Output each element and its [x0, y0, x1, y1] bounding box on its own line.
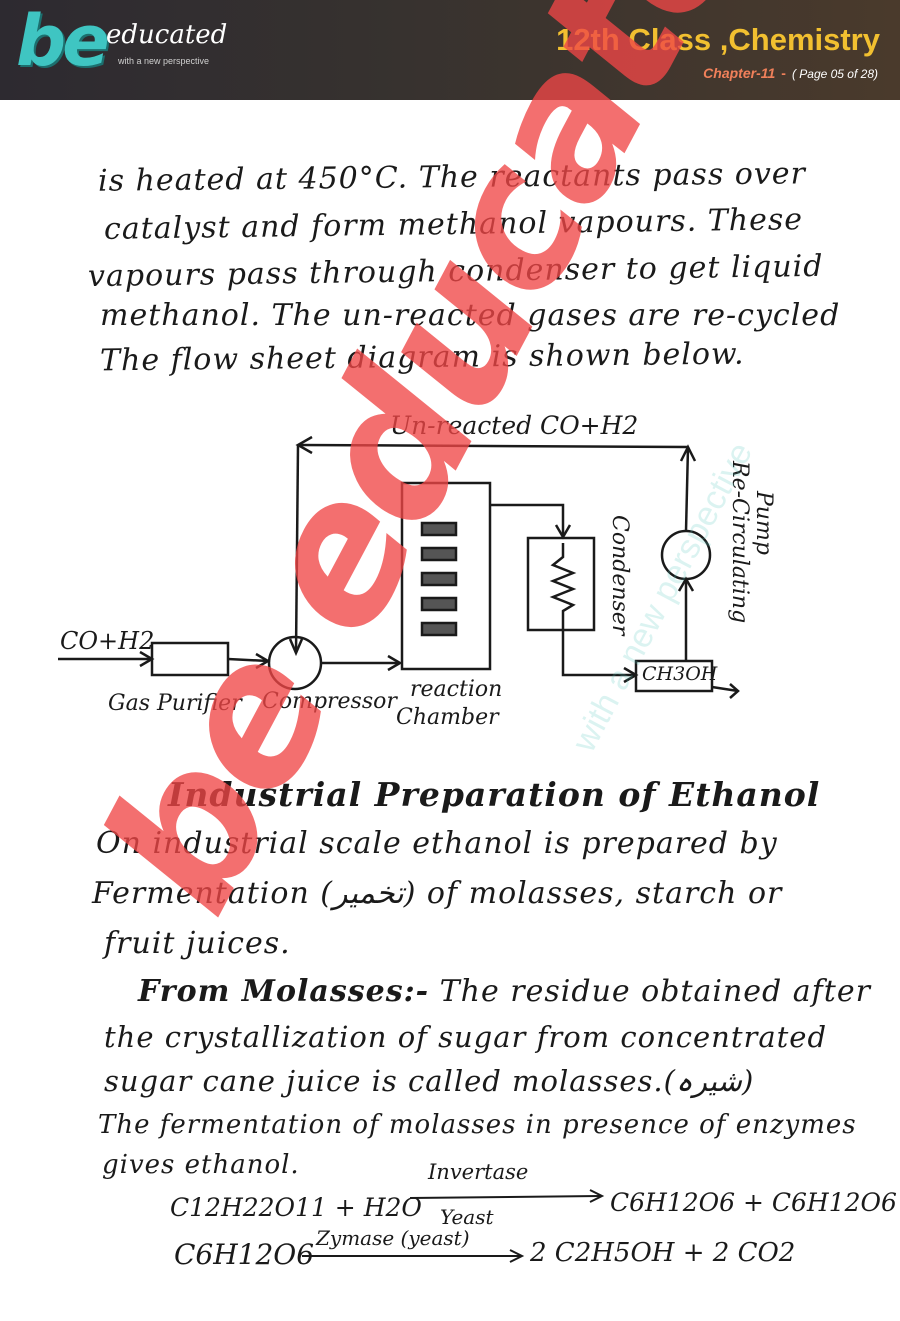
equation-2-products: 2 C2H5OH + 2 CO2: [530, 1238, 796, 1268]
condenser-to-product: [561, 631, 636, 677]
condenser-box: [526, 536, 596, 632]
chapter-label: Chapter-11: [703, 65, 776, 81]
catalyst-bed-3: [420, 571, 458, 587]
recycle-line: [297, 443, 689, 449]
ethanol-intro-line-3: fruit juices.: [104, 926, 291, 961]
body-line-2: catalyst and form methanol vapours. Thes…: [103, 202, 804, 247]
page-header: be educated with a new perspective 12th …: [0, 0, 900, 100]
logo-wordmark: educated: [106, 20, 228, 50]
logo-tagline: with a new perspective: [118, 56, 210, 66]
pump-to-recycle: [684, 446, 690, 532]
condenser-label: Condenser: [607, 515, 632, 636]
pump-recycle-arrow: [679, 444, 697, 462]
chamber-label: Chamber: [396, 705, 499, 730]
feed-label: CO+H2: [60, 627, 155, 655]
molasses-first-text: The residue obtained after: [439, 974, 871, 1009]
molasses-line-3: sugar cane juice is called molasses.(شیر…: [104, 1064, 755, 1098]
molasses-line-4: The fermentation of molasses in presence…: [98, 1110, 857, 1140]
logo-be-mark: be: [16, 0, 110, 82]
body-line-4: methanol. The un-reacted gases are re-cy…: [100, 298, 841, 333]
recycle-drop: [294, 444, 300, 654]
recycle-drop-arrow: [288, 638, 304, 657]
beeducated-logo: be educated with a new perspective: [10, 0, 230, 94]
equation-1-enzyme-above: Invertase: [428, 1160, 529, 1184]
product-label: CH3OH: [642, 663, 718, 685]
equation-1-reactants: C12H22O11 + H2O: [170, 1193, 422, 1222]
catalyst-bed-5: [420, 621, 458, 637]
equation-1-enzyme-below: Yeast: [440, 1205, 494, 1229]
chapter-separator: -: [781, 65, 786, 81]
ethanol-intro-line-1: On industrial scale ethanol is prepared …: [96, 826, 778, 861]
equation-2-reactant: C6H12O6: [174, 1238, 315, 1271]
equation-1-products: C6H12O6 + C6H12O6: [610, 1188, 897, 1217]
equation-1-arrow: [409, 1189, 605, 1203]
molasses-line-1: From Molasses:- The residue obtained aft…: [138, 974, 871, 1009]
page-number: ( Page 05 of 28): [791, 67, 878, 81]
body-line-5: The flow sheet diagram is shown below.: [99, 336, 745, 379]
equation-2-arrow: [302, 1249, 525, 1263]
catalyst-bed-1: [420, 521, 458, 537]
compressor-label: Compressor: [262, 689, 397, 714]
gas-purifier-box: [150, 641, 230, 677]
purifier-to-compressor: [227, 657, 269, 663]
catalyst-bed-2: [420, 546, 458, 562]
product-outlet: [711, 685, 739, 693]
condenser-coil: [549, 543, 577, 631]
pump-label-line-2: Pump: [751, 491, 776, 555]
ethanol-intro-line-2: Fermentation (تخمیر) of molasses, starch…: [92, 876, 783, 911]
chamber-to-condenser: [490, 503, 565, 537]
pump-circle: [660, 529, 712, 581]
body-line-1: is heated at 450°C. The reactants pass o…: [97, 156, 807, 199]
reaction-chamber-box: [400, 481, 492, 671]
body-line-3: vapours pass through condenser to get li…: [87, 248, 824, 295]
recycle-label: Un-reacted CO+H2: [390, 411, 639, 440]
reaction-label: reaction: [410, 677, 503, 702]
compressor-arrow: [387, 654, 403, 672]
pump-label-line-1: Re-Circulating: [727, 461, 752, 624]
class-subject-title: 12th Class ,Chemistry: [556, 22, 880, 57]
product-outlet-arrow: [729, 683, 740, 699]
molasses-line-2: the crystallization of sugar from concen…: [104, 1020, 828, 1054]
molasses-line-5: gives ethanol.: [102, 1150, 300, 1180]
product-box: [634, 659, 714, 693]
flow-sheet-lines: [58, 435, 740, 699]
catalyst-bed-4: [420, 596, 458, 612]
gas-purifier-label: Gas Purifier: [108, 691, 242, 716]
chapter-page-info: Chapter-11-( Page 05 of 28): [703, 65, 878, 81]
molasses-label: From Molasses:-: [138, 974, 430, 1009]
ethanol-heading: Industrial Preparation of Ethanol: [168, 775, 821, 814]
equation-2-enzyme: Zymase (yeast): [316, 1226, 470, 1250]
methanol-flow-sheet-diagram: Un-reacted CO+H2 CO+H2 Gas Purifier Comp…: [0, 395, 900, 755]
